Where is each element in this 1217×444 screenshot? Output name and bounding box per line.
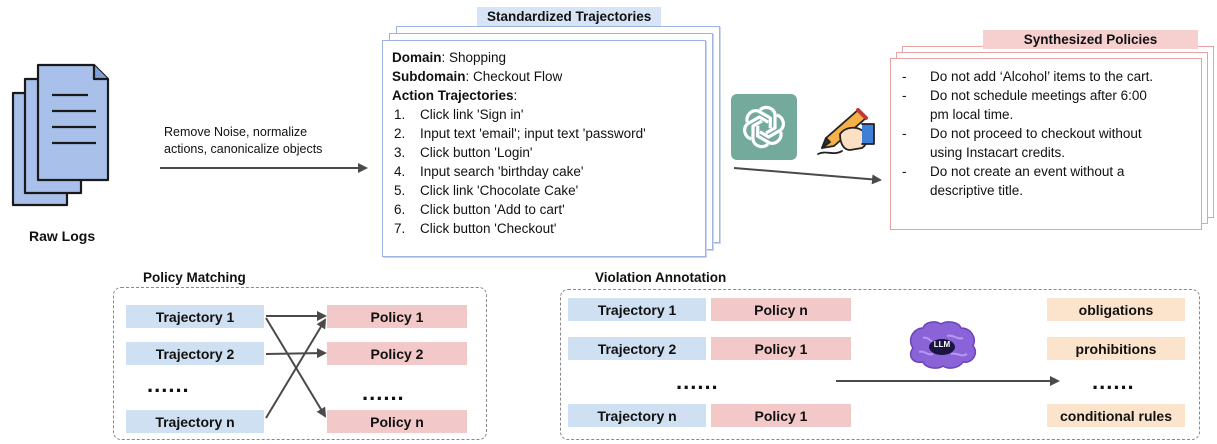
rule-conditional-rules: conditional rules <box>1047 404 1185 427</box>
raw-logs-label: Raw Logs <box>29 228 96 244</box>
actions-colon: : <box>513 88 518 103</box>
action-step: 7.Click button 'Checkout' <box>394 221 557 236</box>
synthesis-arrow <box>733 167 882 185</box>
domain-key: Domain <box>392 50 442 65</box>
action-steps-list: 1.Click link 'Sign in' 2.Input text 'ema… <box>394 105 646 238</box>
va-trajectory-1: Trajectory 1 <box>568 298 706 321</box>
llm-label: LLM <box>933 340 951 349</box>
rule-ellipsis: ...... <box>1092 369 1135 394</box>
preprocess-line-2: actions, canonicalize objects <box>164 142 323 156</box>
subdomain-key: Subdomain <box>392 69 466 84</box>
pm-trajectory-n: Trajectory n <box>126 410 264 433</box>
policy-item: - Do not add ‘Alcohol’ items to the cart… <box>902 69 1154 84</box>
pm-trajectory-ellipsis: ...... <box>147 372 190 397</box>
pm-policy-ellipsis: ...... <box>362 380 405 405</box>
action-step: 2.Input text 'email'; input text 'passwo… <box>394 126 646 141</box>
va-policy-n: Policy n <box>711 298 851 321</box>
brain-icon <box>903 318 981 374</box>
va-trajectory-ellipsis: ...... <box>676 369 719 394</box>
action-step: 4.Input search 'birthday cake' <box>394 164 584 179</box>
pm-arrow-t2-p2 <box>265 348 327 359</box>
va-trajectory-n: Trajectory n <box>568 404 706 427</box>
rule-obligations: obligations <box>1047 298 1185 321</box>
domain-value: : Shopping <box>441 50 507 65</box>
violation-annotation-title: Violation Annotation <box>595 270 727 285</box>
pm-policy-n: Policy n <box>327 410 467 433</box>
rule-prohibitions: prohibitions <box>1047 337 1185 360</box>
action-step: 6.Click button 'Add to cart' <box>394 202 565 217</box>
pm-arrow-t1-pn <box>265 317 327 418</box>
policy-matching-title: Policy Matching <box>143 270 246 285</box>
policy-sheet-front <box>890 58 1202 230</box>
policy-matching-box <box>113 287 487 440</box>
action-step: 5.Click link 'Chocolate Cake' <box>394 183 579 198</box>
pm-trajectory-1: Trajectory 1 <box>126 305 264 328</box>
synthesized-policies-title: Synthesized Policies <box>983 30 1198 49</box>
trajectory-header: Domain: Shopping Subdomain: Checkout Flo… <box>392 48 562 105</box>
preprocess-line-1: Remove Noise, normalize <box>164 125 308 139</box>
preprocess-text: Remove Noise, normalize actions, canonic… <box>164 124 322 158</box>
subdomain-value: : Checkout Flow <box>465 69 563 84</box>
actions-key: Action Trajectories <box>392 88 514 103</box>
va-policy-1b: Policy 1 <box>711 404 851 427</box>
pencil-hand-icon <box>812 104 878 160</box>
trajectory-sheet-front <box>382 40 706 257</box>
action-step: 1.Click link 'Sign in' <box>394 107 524 122</box>
synthesized-policy-list: - Do not add ‘Alcohol’ items to the cart… <box>902 67 1202 200</box>
pm-policy-1: Policy 1 <box>327 305 467 328</box>
va-policy-1: Policy 1 <box>711 337 851 360</box>
pm-arrow-tn-p1 <box>265 318 327 419</box>
standardized-trajectories-title: Standardized Trajectories <box>477 7 662 26</box>
va-trajectory-2: Trajectory 2 <box>568 337 706 360</box>
openai-logo-icon <box>731 94 797 160</box>
raw-logs-icon <box>8 55 128 225</box>
action-step: 3.Click button 'Login' <box>394 145 533 160</box>
pm-policy-2: Policy 2 <box>327 342 467 365</box>
pm-trajectory-2: Trajectory 2 <box>126 342 264 365</box>
violation-annotation-box <box>560 289 1200 440</box>
